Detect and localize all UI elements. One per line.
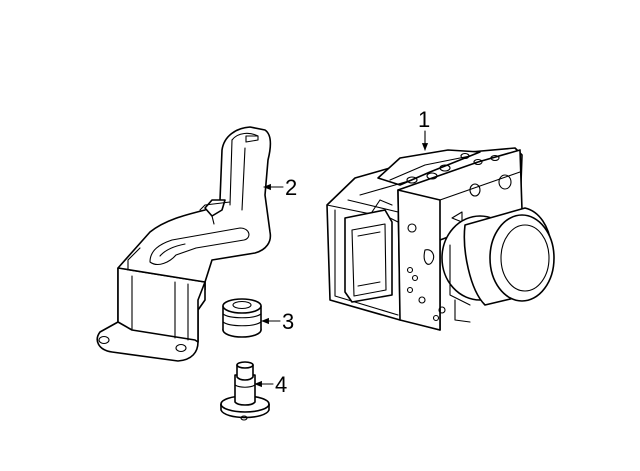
callout-label-4: 4 (275, 372, 287, 397)
callout-label-2: 2 (285, 175, 297, 200)
bolt-part (220, 361, 270, 421)
callout-1: 1 (418, 107, 430, 151)
abs-modulator-part (326, 147, 555, 331)
callout-3: 3 (261, 309, 294, 334)
bracket-part (96, 126, 272, 362)
callout-2: 2 (263, 175, 297, 200)
callout-label-1: 1 (418, 107, 430, 132)
grommet-part (222, 298, 262, 338)
callout-4: 4 (254, 372, 287, 397)
callout-label-3: 3 (282, 309, 294, 334)
